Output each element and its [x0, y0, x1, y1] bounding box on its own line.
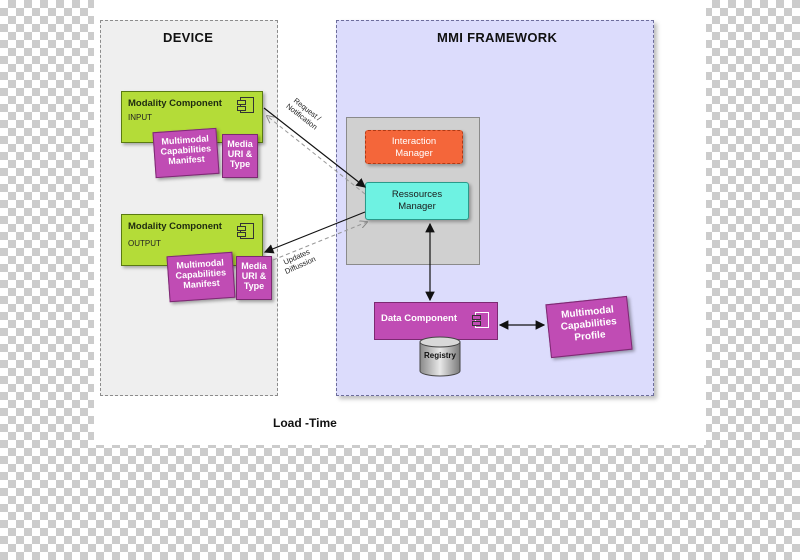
output-media-note: Media URI & Type: [236, 256, 272, 300]
mmi-framework-title: MMI FRAMEWORK: [437, 30, 558, 45]
input-capabilities-manifest-note: Multimodal Capabilities Manifest: [152, 127, 220, 179]
resources-manager: Ressources Manager: [365, 182, 469, 220]
registry-database: Registry: [418, 336, 462, 378]
output-capabilities-manifest-note: Multimodal Capabilities Manifest: [166, 251, 236, 303]
data-component-title: Data Component: [381, 313, 457, 324]
note-line: URI &: [241, 271, 267, 281]
note-line: Type: [243, 281, 265, 291]
interaction-manager: Interaction Manager: [365, 130, 463, 164]
manager-label: Ressources: [391, 189, 443, 200]
capabilities-profile-note: Multimodal Capabilities Profile: [545, 295, 633, 359]
device-region: [100, 20, 278, 396]
note-line: URI &: [227, 149, 253, 159]
data-component: Data Component: [374, 302, 498, 340]
note-line: Media: [241, 261, 267, 271]
output-modality-subtitle: OUTPUT: [128, 239, 161, 248]
manager-label: Manager: [395, 148, 433, 159]
note-line: Type: [229, 159, 251, 169]
component-icon: [237, 97, 254, 113]
manager-label: Interaction: [391, 136, 437, 147]
component-icon: [237, 223, 254, 239]
note-line: Media: [227, 139, 253, 149]
output-modality-title: Modality Component: [128, 221, 222, 232]
registry-label: Registry: [423, 351, 456, 360]
device-title: DEVICE: [163, 30, 214, 45]
database-icon: [419, 336, 461, 377]
input-media-note: Media URI & Type: [222, 134, 258, 178]
input-modality-subtitle: INPUT: [128, 113, 152, 122]
input-modality-title: Modality Component: [128, 98, 222, 109]
diagram-caption: Load -Time: [273, 416, 337, 430]
component-icon: [472, 312, 489, 328]
manager-label: Manager: [398, 201, 436, 212]
